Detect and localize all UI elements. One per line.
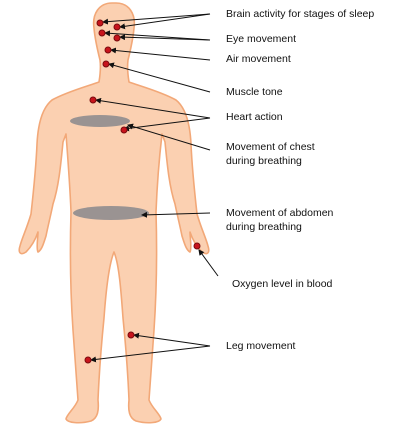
label-chest-line1: Movement of chest	[226, 141, 315, 154]
abdomen-belt	[73, 206, 149, 220]
sensor-leg-upper	[128, 332, 134, 338]
sensor-leg-lower	[85, 357, 91, 363]
label-brain-activity: Brain activity for stages of sleep	[226, 8, 374, 21]
sensor-brain-left	[97, 20, 103, 26]
sensor-eye-left	[99, 30, 105, 36]
label-leg-movement: Leg movement	[226, 340, 295, 353]
label-chest-line2: during breathing	[226, 155, 302, 168]
sensor-brain-right	[114, 24, 120, 30]
label-oxygen-level: Oxygen level in blood	[232, 278, 332, 291]
sensor-muscle-tone	[103, 61, 109, 67]
sensor-eye-right	[114, 35, 120, 41]
sensor-heart-upper	[90, 97, 96, 103]
pointer-oxygen	[199, 250, 218, 276]
label-abdomen-line2: during breathing	[226, 221, 302, 234]
label-air-movement: Air movement	[226, 53, 291, 66]
label-heart-action: Heart action	[226, 111, 283, 124]
label-muscle-tone: Muscle tone	[226, 86, 283, 99]
sensor-air	[105, 47, 111, 53]
sensor-heart-lower	[121, 127, 127, 133]
sensor-oxygen	[194, 243, 200, 249]
label-eye-movement: Eye movement	[226, 33, 296, 46]
chest-belt	[70, 115, 130, 127]
label-abdomen-line1: Movement of abdomen	[226, 207, 333, 220]
